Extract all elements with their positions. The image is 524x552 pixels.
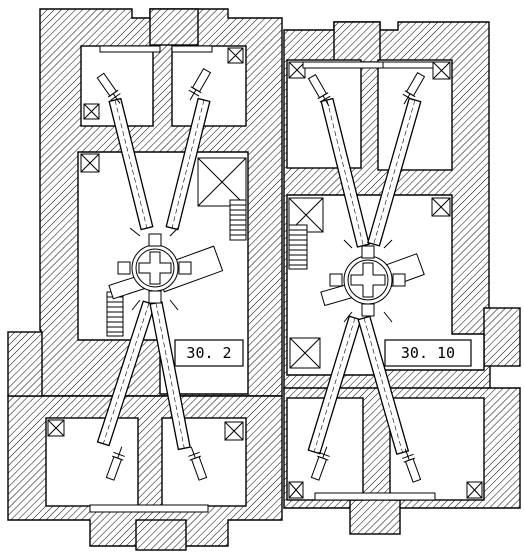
stair-left-lower (106, 291, 124, 337)
right-end-fixtures (307, 71, 426, 483)
x-marker (288, 61, 306, 79)
x-marker (432, 61, 451, 80)
stairs (106, 199, 308, 337)
room-left-top-b (171, 45, 247, 127)
right-crossed-tubes (307, 97, 422, 456)
fixture (105, 446, 125, 481)
label-left-box (174, 339, 244, 367)
fixture (188, 446, 208, 481)
bottom-door-left (135, 519, 187, 551)
fixture (310, 446, 330, 481)
x-marker (431, 197, 451, 217)
x-marker (227, 47, 244, 64)
left-buttress (7, 331, 43, 397)
x-marker (224, 421, 244, 441)
left-crossed-tubes (96, 97, 211, 451)
label-left-text: 30. 2 (186, 344, 231, 362)
x-marker (80, 153, 100, 173)
fixture (188, 67, 212, 101)
bottom-door-right (349, 499, 401, 535)
right-hub (320, 239, 425, 323)
left-hub (108, 227, 224, 311)
stair-right-upper (288, 224, 308, 270)
x-marker (289, 337, 321, 369)
fixture (402, 71, 426, 105)
fixture (96, 72, 121, 104)
label-left: 30. 2 (174, 339, 244, 367)
right-buttress (483, 307, 521, 367)
label-right: 30. 10 (384, 339, 472, 367)
fixture (402, 448, 422, 483)
x-marker (466, 481, 483, 499)
tube (367, 97, 422, 247)
room-right-top-b (377, 59, 453, 171)
tube (108, 97, 154, 231)
x-marker (288, 481, 304, 499)
top-door-left (149, 8, 199, 46)
tube (357, 315, 410, 456)
label-right-box (384, 339, 472, 367)
fixture (307, 73, 331, 107)
x-marker (83, 103, 100, 120)
stair-left-upper (229, 199, 247, 241)
label-right-text: 30. 10 (401, 344, 455, 362)
top-door-right (333, 21, 381, 63)
left-end-fixtures (96, 67, 212, 481)
door-sills (89, 45, 436, 513)
x-marker (47, 419, 65, 437)
tube (307, 315, 362, 455)
tube (165, 97, 211, 231)
x-marker (197, 157, 247, 207)
